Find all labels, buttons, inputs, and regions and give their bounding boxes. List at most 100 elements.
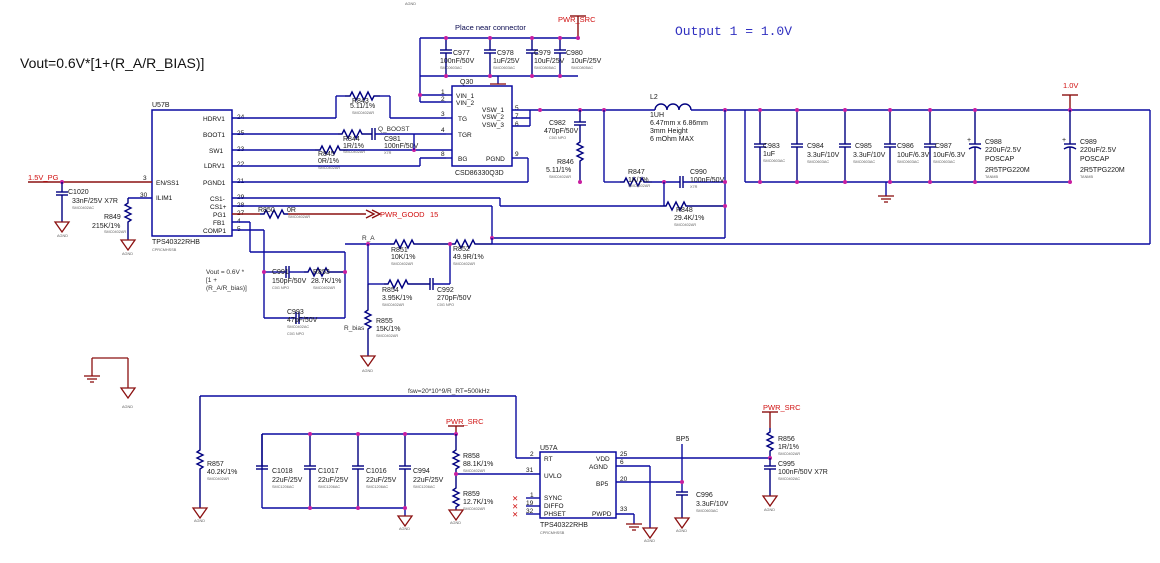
r855-ref: R855 <box>376 318 393 325</box>
c1017-val: 22uF/25V <box>318 477 349 484</box>
q30-ref: Q30 <box>460 79 473 86</box>
net-1v5-pg: 1.5V_PG <box>28 173 59 182</box>
vout-formula: Vout=0.6V*[1+(R_A/R_BIAS)] <box>20 55 204 71</box>
r858-val: 88.1K/1% <box>463 461 493 468</box>
c982-foot: C0G NPO <box>549 136 566 140</box>
r848-val: 29.4K/1% <box>674 215 704 222</box>
u57b-pin-fb: FB1 <box>213 220 225 227</box>
q30-part: CSD86330Q3D <box>455 170 504 177</box>
c987-ref: C987 <box>935 143 952 150</box>
u57a-pin-vdd: VDD <box>596 456 610 463</box>
q30-pin-bg: BG <box>458 156 467 163</box>
u57b-num-en: 3 <box>143 175 147 182</box>
r845-ref: R845 <box>318 151 335 158</box>
c993-val: 47pF/50V <box>287 317 318 324</box>
c1020-val: 33nF/25V X7R <box>72 198 118 205</box>
u57b-pin-en: EN/SS1 <box>156 180 180 187</box>
r848-ref: R848 <box>676 207 693 214</box>
c995-ref: C995 <box>778 461 795 468</box>
net-boost: Q_BOOST <box>378 126 409 133</box>
vout-note-2: [1 + <box>206 277 217 284</box>
l2-ref: L2 <box>650 94 658 101</box>
r858-ref: R858 <box>463 453 480 460</box>
c977-ref: C977 <box>453 50 470 57</box>
pwr-src-bot: PWR_SRC <box>763 403 801 412</box>
c990-val: 100nF/50V <box>690 177 725 184</box>
c991-val: 150pF/50V <box>272 278 307 285</box>
c985-foot: SMC0603AC <box>853 160 875 164</box>
c981-ref: C981 <box>384 136 401 143</box>
c994-val: 22uF/25V <box>413 477 444 484</box>
r859-foot: SMC0402AR <box>463 507 485 511</box>
u57a-pin-rt: RT <box>544 456 553 463</box>
q30-num-1: 1 <box>441 89 445 96</box>
u57a-part: TPS40322RHB <box>540 522 588 529</box>
r847-ref: R847 <box>628 169 645 176</box>
c988-plus: + <box>967 137 971 144</box>
r856-foot: SMC0402AR <box>778 452 800 456</box>
r848-foot: SMC0402AR <box>674 223 696 227</box>
q30-pin-vsw2: VSW_2 <box>482 114 504 121</box>
output-title: Output 1 = 1.0V <box>675 24 792 39</box>
agnd-4: AGND <box>122 405 133 409</box>
c987-foot: SMC0603AC <box>933 160 955 164</box>
r845-val: 0R/1% <box>318 158 339 165</box>
nc-2: ✕ <box>512 502 518 511</box>
agnd-10: AGND <box>764 508 775 512</box>
r854-val: 3.95K/1% <box>382 295 412 302</box>
u57b-pin-comp: COMP1 <box>203 228 227 235</box>
c987-val: 10uF/6.3V <box>933 152 966 159</box>
q30-pin-tgr: TGR <box>458 132 472 139</box>
r857-ref: R857 <box>207 461 224 468</box>
c986-foot: SMC0603AC <box>897 160 919 164</box>
q30-num-3: 3 <box>441 111 445 118</box>
c988-val: 220uF/2.5V <box>985 147 1022 154</box>
q30-num-4: 4 <box>441 127 445 134</box>
r849-foot: SMC0402AR <box>104 230 126 234</box>
c1018-ref: C1018 <box>272 468 293 475</box>
r845-foot: SMC0402AR <box>318 166 340 170</box>
q30-pin-vin2: VIN_2 <box>456 100 474 107</box>
l2-val: 1UH <box>650 112 664 119</box>
c981-val: 100nF/50V <box>384 143 419 150</box>
r851-val: 10K/1% <box>391 254 416 261</box>
c989-val: 220uF/2.5V <box>1080 147 1117 154</box>
u57b-part: TPS40322RHB <box>152 239 200 246</box>
u57a-pin-agnd: AGND <box>589 464 608 471</box>
r854-foot: SMC0402AR <box>382 303 404 307</box>
r853-ref: R853 <box>313 269 330 276</box>
c989-ref: C989 <box>1080 139 1097 146</box>
q30-pin-vsw3: VSW_3 <box>482 122 504 129</box>
c978-ref: C978 <box>497 50 514 57</box>
freq-note: fsw=20*10^9/R_RT=500kHz <box>408 388 490 395</box>
u57a-num-uvlo: 31 <box>526 467 534 474</box>
r852-ref: R852 <box>453 246 470 253</box>
output-cap-bank: + + C983 1uF SMC0603AC C984 3.3uF/10V SM… <box>744 108 1125 203</box>
pwr-good-sheet: 15 <box>430 210 438 219</box>
c995-foot: SMC0402AC <box>778 477 800 481</box>
q30-num-2: 2 <box>441 96 445 103</box>
c1020-ref: C1020 <box>68 189 89 196</box>
u57b-num-ldrv: 22 <box>237 161 245 168</box>
r843-foot: SMC0402AR <box>352 111 374 115</box>
agnd-8: AGND <box>644 539 655 543</box>
u57a-num-rt: 2 <box>530 451 534 458</box>
u57b-footprint: CPRCMHSSB <box>152 248 177 252</box>
c996-ref: C996 <box>696 492 713 499</box>
u57a-num-vdd: 25 <box>620 451 628 458</box>
q30-num-8: 8 <box>441 151 445 158</box>
u57a-pin-phset: PHSET <box>544 511 566 518</box>
c994-ref: C994 <box>413 468 430 475</box>
c989-plus: + <box>1062 137 1066 144</box>
u57b-pin-pgnd: PGND1 <box>203 180 226 187</box>
r850-ref: R850 <box>258 207 275 214</box>
r846-ref: R846 <box>557 159 574 166</box>
ic-q30: Q30 CSD86330Q3D VIN_1 VIN_2 TG TGR BG 1 … <box>441 79 519 177</box>
u57a-num-phset: 32 <box>526 508 534 515</box>
r858-foot: SMC0402AR <box>463 469 485 473</box>
net-r-a: R_A <box>362 235 375 242</box>
c985-ref: C985 <box>855 143 872 150</box>
c983-val: 1uF <box>763 151 775 158</box>
net-1v0: 1.0V <box>1063 81 1078 90</box>
